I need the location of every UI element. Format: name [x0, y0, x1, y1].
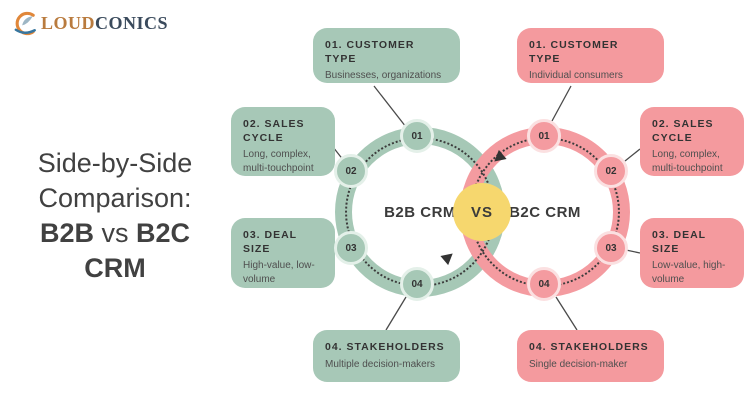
callout-title: 02. SALES CYCLE [652, 118, 714, 144]
b2c-callout-sales-cycle: 02. SALES CYCLE Long, complex, multi-tou… [640, 107, 744, 176]
callout-title: 04. STAKEHOLDERS [529, 341, 649, 353]
logo-wordmark: LOUDCONICS [41, 13, 168, 34]
b2b-badge-01: 01 [400, 119, 434, 153]
callout-desc: Low-value, high-volume [652, 260, 726, 285]
b2c-callout-deal-size: 03. DEAL SIZE Low-value, high-volume [640, 218, 744, 288]
b2b-callout-deal-size: 03. DEAL SIZE High-value, low-volume [231, 218, 335, 288]
callout-desc: Long, complex, multi-touchpoint [652, 149, 723, 174]
callout-title: 04. STAKEHOLDERS [325, 341, 445, 353]
brand-logo: LOUDCONICS [12, 10, 168, 37]
logo-text-loud: LOUD [41, 13, 96, 33]
title-crm: CRM [84, 253, 146, 283]
title-line-4: CRM [8, 251, 222, 286]
vs-badge: VS [453, 183, 511, 241]
b2b-callout-customer-type: 01. CUSTOMER TYPE Businesses, organizati… [313, 28, 460, 83]
callout-desc: Multiple decision-makers [325, 358, 436, 370]
b2b-circle-label: B2B CRM [384, 204, 456, 221]
b2c-circle-label: B2C CRM [509, 204, 581, 221]
callout-title: 01. CUSTOMER TYPE [529, 39, 619, 65]
b2b-badge-04: 04 [400, 267, 434, 301]
b2c-badge-03: 03 [594, 231, 628, 265]
callout-desc: High-value, low-volume [243, 260, 315, 285]
title-line-1: Side-by-Side [37, 148, 193, 178]
title-line-3: B2B vs B2C [8, 216, 222, 251]
callout-desc: Businesses, organizations [325, 70, 442, 82]
b2c-badge-01: 01 [527, 119, 561, 153]
cloudconics-logo-icon [12, 10, 39, 37]
page-title: Side-by-Side Comparison: B2B vs B2C CRM [8, 146, 222, 286]
b2b-callout-stakeholders: 04. STAKEHOLDERS Multiple decision-maker… [313, 330, 460, 382]
callout-title: 03. DEAL SIZE [243, 229, 297, 255]
title-b2b: B2B [39, 218, 94, 248]
b2c-badge-02: 02 [594, 154, 628, 188]
callout-desc: Single decision-maker [529, 358, 628, 370]
callout-title: 03. DEAL SIZE [652, 229, 706, 255]
title-line-2: Comparison: [38, 183, 192, 213]
b2c-callout-customer-type: 01. CUSTOMER TYPE Individual consumers [517, 28, 664, 83]
b2b-badge-02: 02 [334, 154, 368, 188]
callout-desc: Long, complex, multi-touchpoint [243, 149, 314, 174]
callout-title: 02. SALES CYCLE [243, 118, 305, 144]
b2b-callout-sales-cycle: 02. SALES CYCLE Long, complex, multi-tou… [231, 107, 335, 176]
title-b2c: B2C [136, 218, 191, 248]
b2c-callout-stakeholders: 04. STAKEHOLDERS Single decision-maker [517, 330, 664, 382]
title-vs: vs [101, 218, 129, 248]
b2c-badge-04: 04 [527, 267, 561, 301]
callout-title: 01. CUSTOMER TYPE [325, 39, 415, 65]
callout-desc: Individual consumers [529, 70, 623, 82]
b2b-badge-03: 03 [334, 231, 368, 265]
logo-text-conics: CONICS [95, 13, 169, 33]
